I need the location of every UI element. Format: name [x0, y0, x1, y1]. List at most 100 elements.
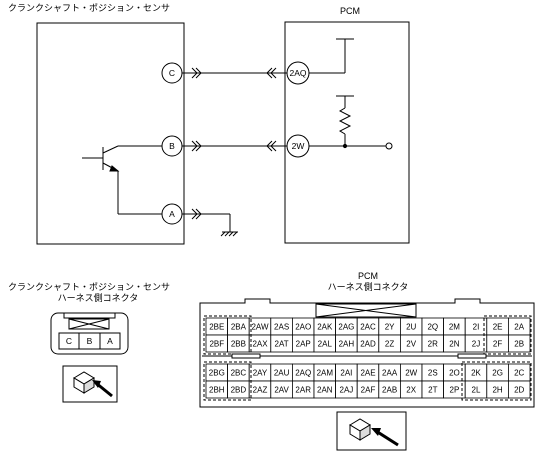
pcm-terminal-2aq: 2AQ: [286, 61, 310, 85]
pcm-connector-title-line1: PCM: [358, 271, 378, 281]
pcm-pin-2l: 2L: [464, 380, 488, 399]
pcm-pin-2av: 2AV: [270, 380, 293, 399]
svg-text:2AR: 2AR: [295, 386, 311, 395]
svg-text:2AU: 2AU: [274, 369, 290, 378]
pcm-pin-2ad: 2AD: [356, 334, 380, 353]
sensor-pin-a: A: [107, 336, 113, 346]
pcm-pin-2f: 2F: [486, 334, 509, 353]
pcm-pin-2x: 2X: [399, 380, 423, 399]
pcm-pin-2ay: 2AY: [248, 363, 272, 382]
svg-text:2S: 2S: [428, 369, 438, 378]
svg-text:2Q: 2Q: [427, 323, 438, 332]
pcm-pin-2aq: 2AQ: [291, 363, 315, 382]
svg-text:2AA: 2AA: [382, 369, 398, 378]
pcm-connector-title-line2: ハーネス側コネクタ: [328, 281, 409, 292]
pcm-pin-2bb: 2BB: [227, 334, 250, 353]
pcm-pin-2z: 2Z: [378, 334, 401, 353]
svg-text:2U: 2U: [406, 323, 416, 332]
svg-text:2AI: 2AI: [340, 369, 352, 378]
pcm-pin-2af: 2AF: [356, 380, 380, 399]
connector-view-icon: [336, 411, 407, 451]
pcm-pin-2v: 2V: [399, 334, 423, 353]
svg-text:2B: 2B: [514, 340, 524, 349]
svg-text:2BA: 2BA: [231, 323, 247, 332]
sensor-connector-title-line1: クランクシャフト・ポジション・センサ: [8, 282, 170, 292]
svg-text:2D: 2D: [514, 386, 524, 395]
pcm-pin-2bf: 2BF: [205, 334, 229, 353]
pcm-pin-2as: 2AS: [270, 317, 293, 336]
svg-text:2P: 2P: [450, 386, 460, 395]
wire-c: [182, 67, 287, 79]
svg-text:2N: 2N: [449, 340, 459, 349]
pcm-pin-2bh: 2BH: [205, 380, 229, 399]
pcm-pin-2ap: 2AP: [291, 334, 315, 353]
pcm-pin-2am: 2AM: [313, 363, 337, 382]
pcm-pin-2q: 2Q: [421, 317, 445, 336]
svg-text:C: C: [169, 68, 175, 78]
svg-text:2G: 2G: [492, 369, 503, 378]
sensor-title: クランクシャフト・ポジション・センサ: [8, 3, 170, 13]
svg-text:2W: 2W: [292, 141, 305, 151]
sensor-pin-b: B: [87, 336, 93, 346]
svg-text:B: B: [169, 141, 175, 151]
svg-text:2I: 2I: [473, 323, 480, 332]
pcm-pin-2aa: 2AA: [378, 363, 401, 382]
svg-text:2A: 2A: [514, 323, 524, 332]
svg-text:2X: 2X: [406, 386, 416, 395]
pcm-pin-2ah: 2AH: [335, 334, 358, 353]
pcm-pin-2k: 2K: [464, 363, 488, 382]
pcm-pin-2h: 2H: [486, 380, 509, 399]
svg-text:2AE: 2AE: [360, 369, 375, 378]
svg-text:2K: 2K: [471, 369, 481, 378]
pcm-pin-2g: 2G: [486, 363, 509, 382]
sensor-box: [36, 22, 185, 245]
svg-text:2AF: 2AF: [361, 386, 376, 395]
pcm-pin-2t: 2T: [421, 380, 445, 399]
transistor-symbol: [82, 145, 120, 214]
sensor-connector-face: C B A: [50, 312, 129, 355]
svg-text:2BB: 2BB: [231, 340, 246, 349]
svg-text:2AC: 2AC: [360, 323, 376, 332]
svg-text:2AT: 2AT: [275, 340, 289, 349]
pcm-pin-2aj: 2AJ: [335, 380, 358, 399]
connector-view-icon: [62, 365, 118, 403]
svg-text:2Z: 2Z: [385, 340, 394, 349]
pcm-title: PCM: [340, 6, 360, 16]
svg-text:2AN: 2AN: [317, 386, 333, 395]
pcm-pin-2au: 2AU: [270, 363, 293, 382]
svg-text:2W: 2W: [405, 369, 417, 378]
pcm-pin-2az: 2AZ: [248, 380, 272, 399]
pcm-pin-2y: 2Y: [378, 317, 401, 336]
svg-text:2L: 2L: [472, 386, 481, 395]
pcm-pin-2al: 2AL: [313, 334, 337, 353]
svg-text:2AH: 2AH: [339, 340, 355, 349]
pcm-pin-2c: 2C: [507, 363, 531, 382]
svg-text:2AL: 2AL: [318, 340, 333, 349]
pcm-pin-2a: 2A: [507, 317, 531, 336]
pcm-pin-2aw: 2AW: [248, 317, 272, 336]
sensor-terminal-a: A: [161, 203, 183, 225]
svg-text:2V: 2V: [406, 340, 416, 349]
svg-text:2AY: 2AY: [253, 369, 268, 378]
pcm-pin-2ac: 2AC: [356, 317, 380, 336]
svg-text:2H: 2H: [492, 386, 502, 395]
pcm-pin-2n: 2N: [443, 334, 466, 353]
wire-a: [118, 208, 238, 237]
pcm-pin-2m: 2M: [443, 317, 466, 336]
pcm-box: [284, 21, 410, 244]
pcm-pin-2ai: 2AI: [335, 363, 358, 382]
pcm-pin-2ak: 2AK: [313, 317, 337, 336]
svg-text:2M: 2M: [449, 323, 460, 332]
svg-text:2R: 2R: [428, 340, 438, 349]
svg-text:2J: 2J: [472, 340, 480, 349]
pcm-pin-2b: 2B: [507, 334, 531, 353]
svg-text:2AD: 2AD: [360, 340, 376, 349]
svg-text:2F: 2F: [493, 340, 502, 349]
pcm-pin-2ax: 2AX: [248, 334, 272, 353]
svg-text:2AP: 2AP: [296, 340, 311, 349]
svg-text:2O: 2O: [449, 369, 460, 378]
svg-text:2AK: 2AK: [317, 323, 333, 332]
